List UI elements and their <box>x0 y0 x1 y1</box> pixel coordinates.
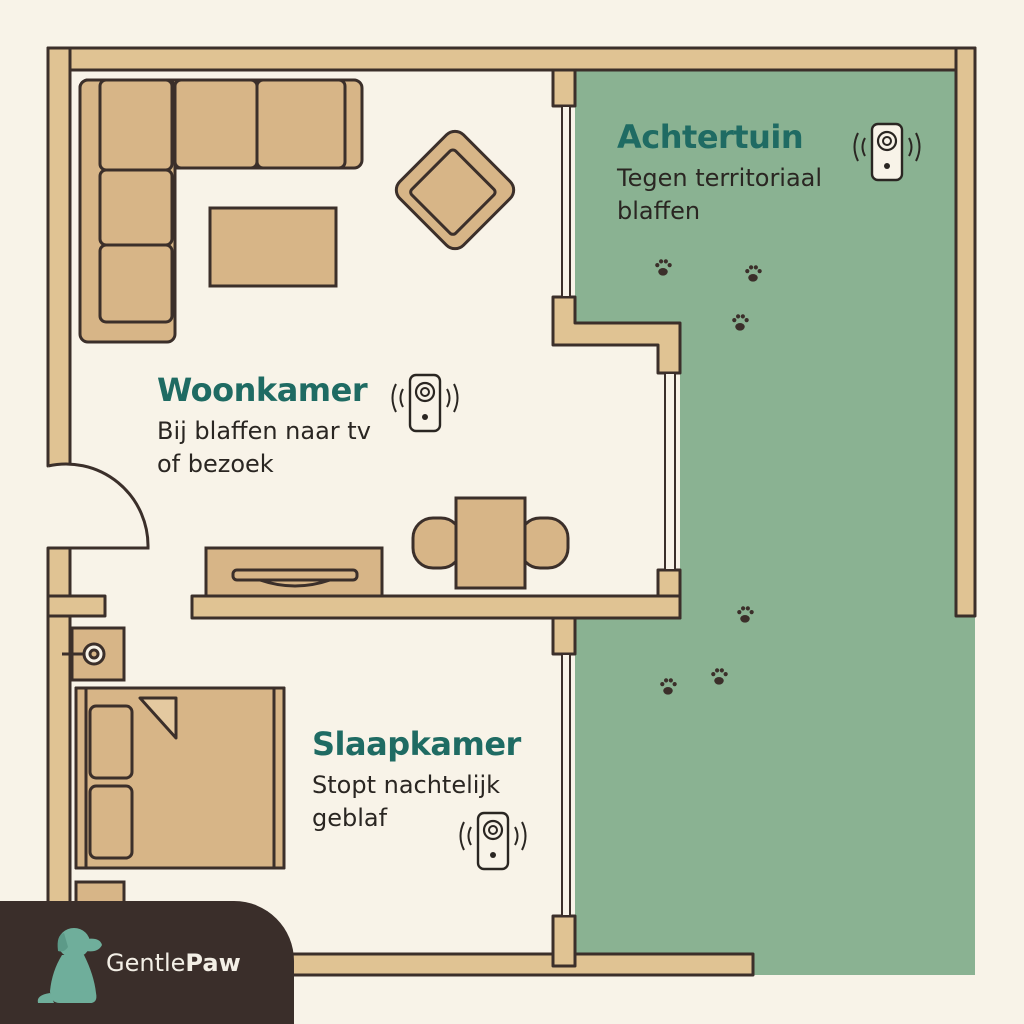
room-backyard: Achtertuin Tegen territoriaal blaffen <box>617 118 877 228</box>
paw-print-icon <box>732 314 749 331</box>
paw-print-icon <box>737 606 754 623</box>
room-description: Bij blaffen naar tv of bezoek <box>157 417 371 478</box>
ultrasonic-bark-device-icon <box>391 373 459 433</box>
paw-print-icon <box>660 678 677 695</box>
paw-print-icon <box>711 668 728 685</box>
backyard-area <box>575 70 975 975</box>
room-title: Woonkamer <box>157 371 368 409</box>
brand-name-regular: Gentle <box>106 949 186 977</box>
room-title: Achtertuin <box>617 118 804 156</box>
nightstand-top <box>62 626 126 682</box>
room-description: Tegen territoriaal blaffen <box>617 164 823 225</box>
door-swing <box>47 462 150 550</box>
room-bedroom: Slaapkamer Stopt nachtelijk geblaf <box>312 725 542 835</box>
brand-badge: GentlePaw <box>0 901 294 1024</box>
room-description: Stopt nachtelijk geblaf <box>312 771 501 832</box>
room-living: Woonkamer Bij blaffen naar tv of bezoek <box>157 371 377 481</box>
paw-prints <box>655 259 762 695</box>
room-title: Slaapkamer <box>312 725 521 763</box>
brand-name: GentlePaw <box>106 949 241 977</box>
tv-unit <box>204 546 384 598</box>
brand-name-bold: Paw <box>185 949 241 977</box>
sofa <box>78 78 364 344</box>
paw-print-icon <box>745 265 762 282</box>
armchair <box>394 129 516 251</box>
dining-table <box>411 496 570 590</box>
bed <box>74 686 286 870</box>
dog-sitting-icon <box>37 928 102 1003</box>
coffee-table <box>208 206 338 288</box>
thin-partitions <box>561 105 676 917</box>
paw-print-icon <box>655 259 672 276</box>
